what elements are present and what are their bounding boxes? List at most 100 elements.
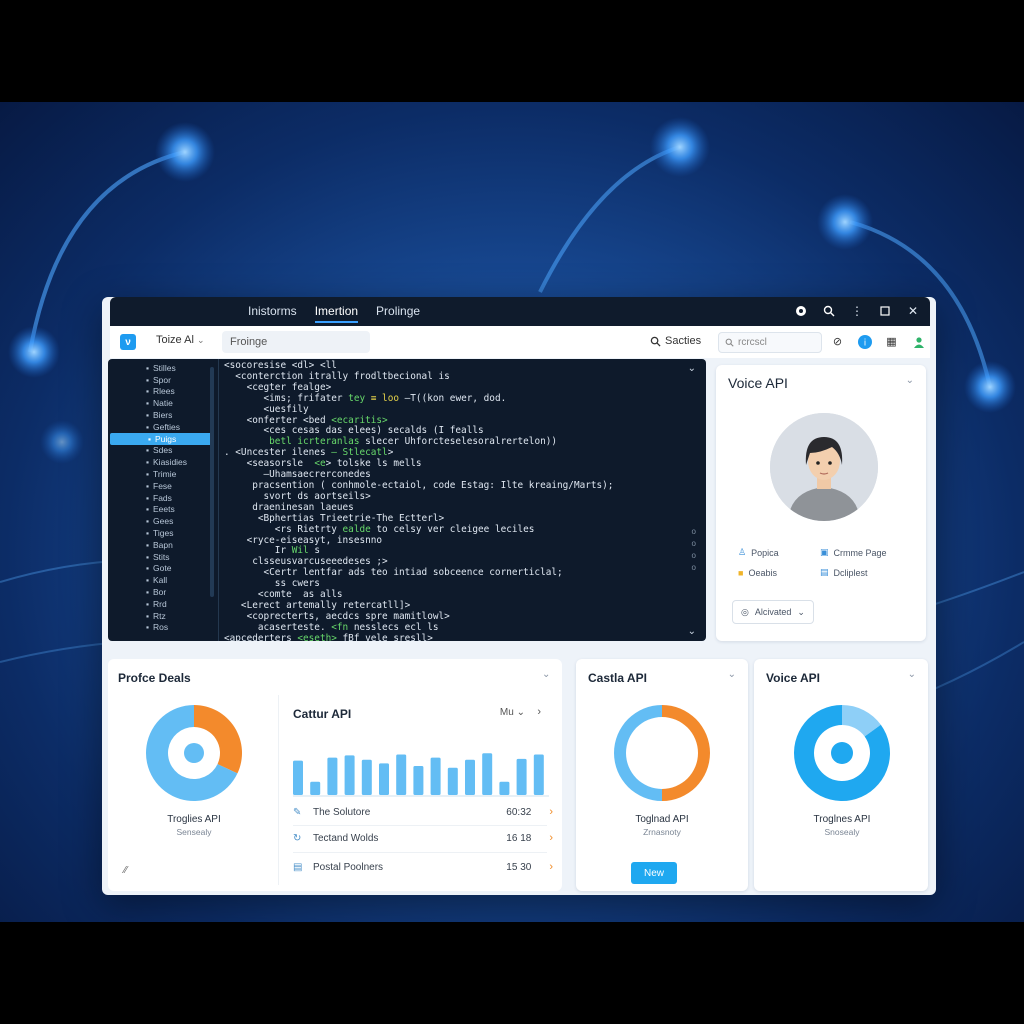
code-line: <apcederters <eseth> fBf vele sresll> — [224, 632, 433, 641]
more-icon[interactable]: ⋮ — [851, 304, 863, 318]
search-input[interactable]: rcrcscl — [718, 332, 822, 353]
maximize-icon[interactable] — [878, 304, 892, 318]
file-name: Puigs — [155, 433, 177, 444]
card-title: Castla API — [588, 671, 647, 685]
file-tree-item[interactable]: ▪Kall — [108, 574, 218, 586]
new-button[interactable]: New — [631, 862, 677, 884]
chevron-down-icon[interactable]: ⌄ — [907, 669, 916, 680]
chevron-down-icon[interactable]: ⌄ — [687, 626, 696, 637]
bar — [344, 755, 355, 795]
file-icon: ▪ — [146, 421, 150, 432]
file-tree-item[interactable]: ▪Stilles — [108, 362, 218, 374]
avatar — [770, 413, 878, 521]
chevron-right-icon: › — [549, 806, 553, 818]
list-value: 15 30 — [506, 861, 532, 873]
file-icon: ▪ — [146, 563, 150, 574]
meta-label: Crmme Page — [833, 547, 887, 558]
file-name: Gees — [153, 516, 174, 527]
profile-deals-panel: Profce Deals ⌄ Troglies API Sensealy ⁄⁄ … — [108, 659, 562, 891]
file-tree-item[interactable]: ▪Gote — [108, 563, 218, 575]
file-tree-item[interactable]: ▪Fese — [108, 480, 218, 492]
file-tree-item[interactable]: ▪Rtz — [108, 610, 218, 622]
list-item[interactable]: ▤ Postal Poolners 15 30 › — [293, 856, 553, 878]
file-tree-item[interactable]: ▪Gees — [108, 515, 218, 527]
code-line: <socoresise <dl> <ll — [224, 360, 337, 371]
file-icon: ▪ — [146, 575, 150, 586]
code-line: ss cwers — [224, 578, 320, 590]
breadcrumb[interactable]: Froinge — [222, 331, 370, 353]
document-icon: ▤ — [820, 567, 829, 577]
meta-item[interactable]: ▤Dcliplest — [820, 567, 900, 578]
list-item[interactable]: ✎ The Solutore 60:32 › — [293, 801, 553, 823]
file-tree-item[interactable]: ▪Trimie — [108, 468, 218, 480]
user-icon[interactable] — [911, 334, 926, 349]
file-name: Rtz — [153, 610, 166, 621]
gutter-markers: o o o o — [692, 527, 696, 572]
tab-imertion[interactable]: Imertion — [314, 304, 359, 323]
file-icon: ▪ — [146, 374, 150, 385]
file-tree-item[interactable]: ▪Puigs — [110, 432, 214, 445]
search-icon — [650, 336, 661, 347]
file-tree-item[interactable]: ▪Tiges — [108, 527, 218, 539]
chevron-down-icon[interactable]: ⌄ — [727, 669, 736, 680]
file-icon: ▪ — [146, 504, 150, 515]
code-line: betl icrteranlas slecer Uhforcteselesora… — [269, 436, 558, 448]
chevron-right-icon: › — [549, 861, 553, 873]
resize-icon[interactable]: ⁄⁄ — [124, 865, 128, 876]
file-icon: ▪ — [146, 457, 150, 468]
file-tree-item[interactable]: ▪Sdes — [108, 445, 218, 457]
file-name: Fads — [153, 492, 172, 503]
info-icon[interactable]: i — [857, 334, 872, 349]
bar — [482, 753, 493, 795]
period-select[interactable]: Mu ⌄ — [500, 707, 525, 718]
tab-prolinge[interactable]: Prolinge — [376, 304, 421, 318]
file-icon: ▪ — [146, 598, 150, 609]
meta-item[interactable]: ■Oeabis — [738, 567, 808, 578]
file-icon: ▪ — [146, 469, 150, 480]
meta-item[interactable]: ♙Popica — [738, 547, 808, 558]
file-name: Biers — [153, 410, 173, 421]
next-icon[interactable]: › — [537, 706, 541, 718]
file-tree-item[interactable]: ▪Biers — [108, 409, 218, 421]
file-tree-item[interactable]: ▪Spor — [108, 374, 218, 386]
settings-icon[interactable] — [794, 304, 808, 318]
window-tabs: Inistorms Imertion Prolinge — [248, 304, 420, 323]
file-name: Gefties — [153, 421, 180, 432]
file-tree-scrollbar[interactable] — [210, 367, 214, 597]
search-icon[interactable] — [822, 304, 836, 318]
link-icon[interactable]: ⊘ — [832, 336, 843, 348]
file-tree-item[interactable]: ▪Ros — [108, 622, 218, 634]
file-name: Rrd — [153, 598, 167, 609]
file-tree-item[interactable]: ▪Bor — [108, 586, 218, 598]
app-selector[interactable]: Toize Al ⌄ — [156, 334, 205, 346]
code-editor: ▪Stilles▪Spor▪Rlees▪Natie▪Biers▪Gefties▪… — [108, 359, 706, 641]
close-icon[interactable]: ✕ — [907, 304, 919, 318]
chevron-right-icon: › — [549, 832, 553, 844]
file-tree-item[interactable]: ▪Eeets — [108, 504, 218, 516]
file-tree-item[interactable]: ▪Stits — [108, 551, 218, 563]
toolbar: ν Toize Al ⌄ Froinge Sacties rcrcscl ⊘ i… — [110, 326, 930, 358]
code-line: <rs Rietrty ealde to celsy ver cleigee l… — [224, 523, 535, 535]
file-tree-item[interactable]: ▪Rlees — [108, 386, 218, 398]
file-tree-item[interactable]: ▪Gefties — [108, 421, 218, 433]
file-tree-item[interactable]: ▪Rrd — [108, 598, 218, 610]
file-tree-item[interactable]: ▪Natie — [108, 397, 218, 409]
chevron-down-icon[interactable]: ⌄ — [542, 669, 551, 680]
donut-chart — [794, 705, 890, 801]
file-tree-item[interactable]: ▪Fads — [108, 492, 218, 504]
bar — [516, 758, 527, 795]
code-line: <Lerect artemally retercatll]> — [224, 599, 411, 611]
list-item[interactable]: ↻ Tectand Wolds 16 18 › — [293, 827, 553, 849]
code-area[interactable]: <socoresise <dl> <ll <conterction itrall… — [224, 360, 694, 641]
donut-sublabel: Zrnasnoty — [643, 827, 681, 837]
chevron-down-icon[interactable]: ⌄ — [687, 363, 696, 374]
file-tree-item[interactable]: ▪Bapn — [108, 539, 218, 551]
file-tree-item[interactable]: ▪Kiasidies — [108, 456, 218, 468]
meta-item[interactable]: ▣Crmme Page — [820, 547, 900, 558]
bar — [413, 765, 424, 795]
chevron-down-icon[interactable]: ⌄ — [905, 375, 914, 386]
status-dropdown[interactable]: ◎ Alcivated ⌄ — [732, 600, 814, 624]
grid-icon[interactable]: ▦ — [886, 336, 897, 348]
tab-inistorms[interactable]: Inistorms — [248, 304, 297, 318]
search-button[interactable]: Sacties — [650, 335, 701, 347]
